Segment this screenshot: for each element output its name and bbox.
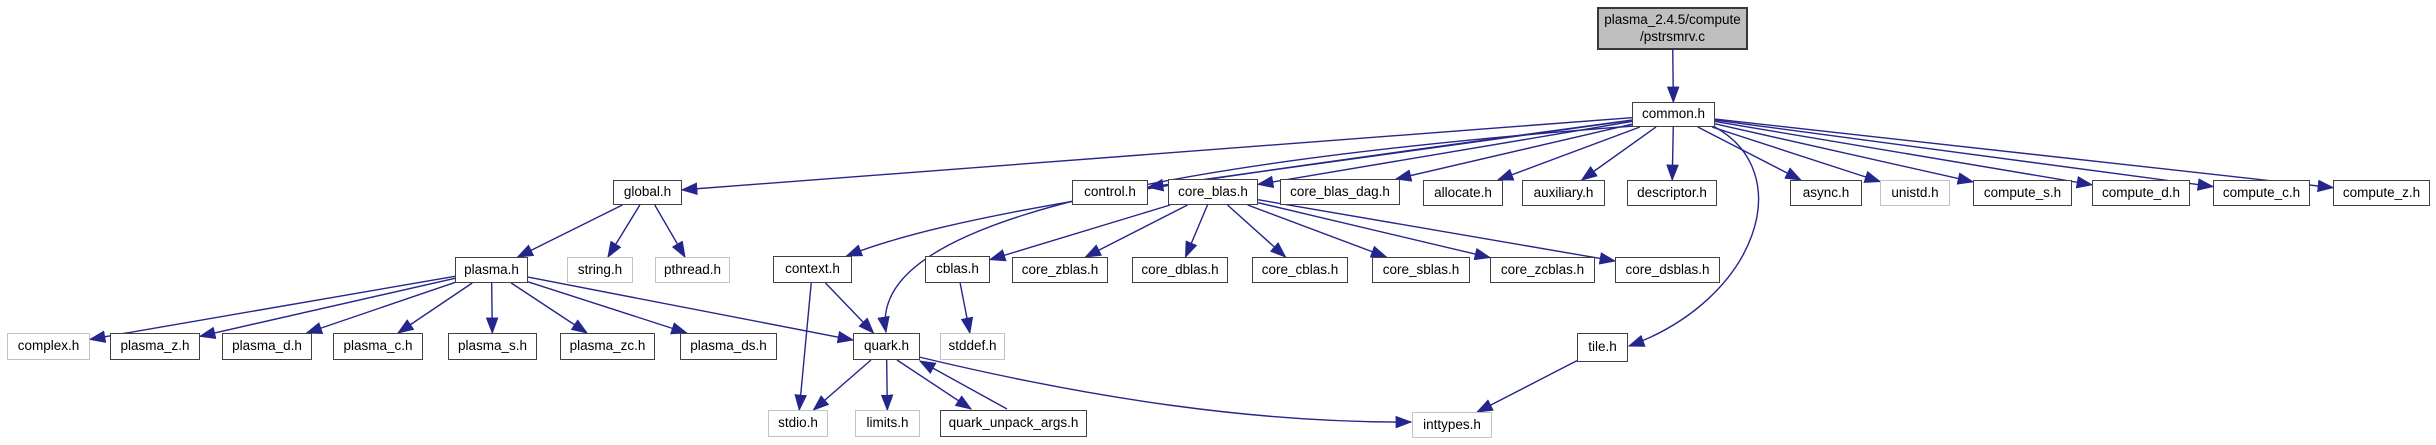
- edge-plasma-h-to-complex-h: [88, 275, 456, 343]
- node-stdio-h: stdio.h: [768, 410, 828, 437]
- edge-tile-h-to-inttypes-h: [1476, 360, 1578, 413]
- node-descriptor-h[interactable]: descriptor.h: [1627, 180, 1717, 206]
- node-compute-z-h[interactable]: compute_z.h: [2333, 180, 2430, 206]
- node-plasma-ds-h[interactable]: plasma_ds.h: [680, 333, 777, 360]
- node-core-zblas-h[interactable]: core_zblas.h: [1012, 257, 1108, 283]
- node-core-dsblas-h[interactable]: core_dsblas.h: [1615, 257, 1720, 283]
- edge-core-blas-h-to-core-sblas-h: [1247, 204, 1388, 258]
- node-plasma-h[interactable]: plasma.h: [455, 257, 528, 283]
- node-auxiliary-h[interactable]: auxiliary.h: [1522, 180, 1605, 206]
- edge-core-blas-h-to-core-dsblas-h: [1257, 199, 1617, 265]
- edge-common-h-to-compute-z-h: [1714, 118, 2335, 193]
- node-string-h: string.h: [567, 257, 633, 283]
- edge-common-h-to-descriptor-h: [1666, 126, 1679, 182]
- node-stddef-h: stddef.h: [940, 333, 1005, 360]
- edge-plasma-h-to-plasma-z-h: [198, 277, 456, 339]
- node-core-blas-h[interactable]: core_blas.h: [1168, 179, 1258, 205]
- node-unistd-h: unistd.h: [1880, 180, 1950, 206]
- node-quark-h[interactable]: quark.h: [853, 333, 920, 360]
- edge-plasma-h-to-quark-h: [527, 276, 855, 344]
- edge-common-h-to-allocate-h: [1496, 126, 1641, 181]
- edge-plasma-h-to-plasma-ds-h: [527, 281, 689, 335]
- edge-common-h-to-async-h: [1697, 126, 1802, 181]
- edge-common-h-to-core-blas-dag-h: [1394, 123, 1633, 182]
- edge-quark-unpack-args-h-to-quark-h: [918, 360, 1008, 410]
- edge-core-blas-h-to-core-zcblas-h: [1257, 201, 1492, 261]
- edge-common-h-to-compute-c-h: [1714, 119, 2215, 191]
- node-limits-h: limits.h: [855, 410, 920, 437]
- node-core-dblas-h[interactable]: core_dblas.h: [1132, 257, 1228, 283]
- edge-plasma-h-to-plasma-s-h: [485, 282, 499, 335]
- edge-quark-h-to-stdio-h: [812, 359, 872, 411]
- node-core-zcblas-h[interactable]: core_zcblas.h: [1490, 257, 1595, 283]
- node-tile-h[interactable]: tile.h: [1577, 333, 1628, 362]
- edge-common-h-to-core-blas-h: [1256, 120, 1633, 189]
- node-plasma-d-h[interactable]: plasma_d.h: [222, 333, 312, 360]
- edge-root-to-common-h: [1666, 49, 1680, 104]
- edge-quark-h-to-limits-h: [880, 359, 894, 412]
- edge-plasma-h-to-plasma-c-h: [396, 282, 473, 334]
- node-compute-s-h[interactable]: compute_s.h: [1973, 180, 2072, 206]
- edge-common-h-to-tile-h: [1627, 125, 1760, 347]
- node-quark-unpack-args-h[interactable]: quark_unpack_args.h: [940, 410, 1087, 437]
- node-cblas-h[interactable]: cblas.h: [925, 256, 990, 283]
- edge-context-h-to-stdio-h: [794, 282, 812, 412]
- edge-context-h-to-quark-h: [824, 282, 875, 335]
- node-compute-c-h[interactable]: compute_c.h: [2213, 180, 2310, 206]
- node-pthread-h: pthread.h: [655, 257, 730, 283]
- edge-common-h-to-compute-s-h: [1714, 123, 1975, 185]
- node-inttypes-h: inttypes.h: [1412, 412, 1492, 438]
- edge-global-h-to-string-h: [607, 204, 641, 259]
- node-common-h[interactable]: common.h: [1632, 102, 1715, 127]
- node-core-sblas-h[interactable]: core_sblas.h: [1372, 257, 1470, 283]
- node-root: plasma_2.4.5/compute /pstrsmrv.c: [1597, 7, 1748, 50]
- edge-core-blas-h-to-core-dblas-h: [1184, 204, 1209, 259]
- node-plasma-zc-h[interactable]: plasma_zc.h: [560, 333, 655, 360]
- edge-plasma-h-to-plasma-d-h: [305, 281, 456, 334]
- node-plasma-c-h[interactable]: plasma_c.h: [333, 333, 423, 360]
- node-context-h[interactable]: context.h: [773, 256, 852, 283]
- edge-common-h-to-auxiliary-h: [1580, 126, 1657, 181]
- node-plasma-s-h[interactable]: plasma_s.h: [448, 333, 537, 360]
- node-complex-h: complex.h: [7, 333, 90, 360]
- edge-quark-h-to-quark-unpack-args-h: [896, 359, 973, 410]
- edge-common-h-to-quark-h: [877, 125, 1635, 334]
- edge-global-h-to-pthread-h: [654, 204, 686, 259]
- edge-core-blas-h-to-core-zblas-h: [1084, 204, 1188, 258]
- edge-common-h-to-global-h: [680, 116, 1633, 195]
- node-global-h[interactable]: global.h: [613, 180, 682, 205]
- node-compute-d-h[interactable]: compute_d.h: [2092, 180, 2190, 206]
- node-core-blas-dag-h[interactable]: core_blas_dag.h: [1280, 179, 1400, 205]
- edge-global-h-to-plasma-h: [516, 204, 623, 258]
- node-plasma-z-h[interactable]: plasma_z.h: [110, 333, 200, 360]
- node-allocate-h[interactable]: allocate.h: [1423, 180, 1503, 206]
- edge-quark-h-to-inttypes-h: [918, 356, 1413, 429]
- edge-core-blas-h-to-core-cblas-h: [1227, 204, 1287, 258]
- edge-core-blas-h-to-cblas-h: [988, 204, 1171, 262]
- node-core-cblas-h[interactable]: core_cblas.h: [1252, 257, 1348, 283]
- node-async-h[interactable]: async.h: [1790, 180, 1862, 206]
- edge-common-h-to-unistd-h: [1711, 126, 1882, 183]
- edge-plasma-h-to-plasma-zc-h: [510, 282, 589, 334]
- node-control-h[interactable]: control.h: [1072, 180, 1148, 205]
- edge-cblas-h-to-stddef-h: [959, 282, 974, 335]
- edge-common-h-to-compute-d-h: [1714, 120, 2094, 189]
